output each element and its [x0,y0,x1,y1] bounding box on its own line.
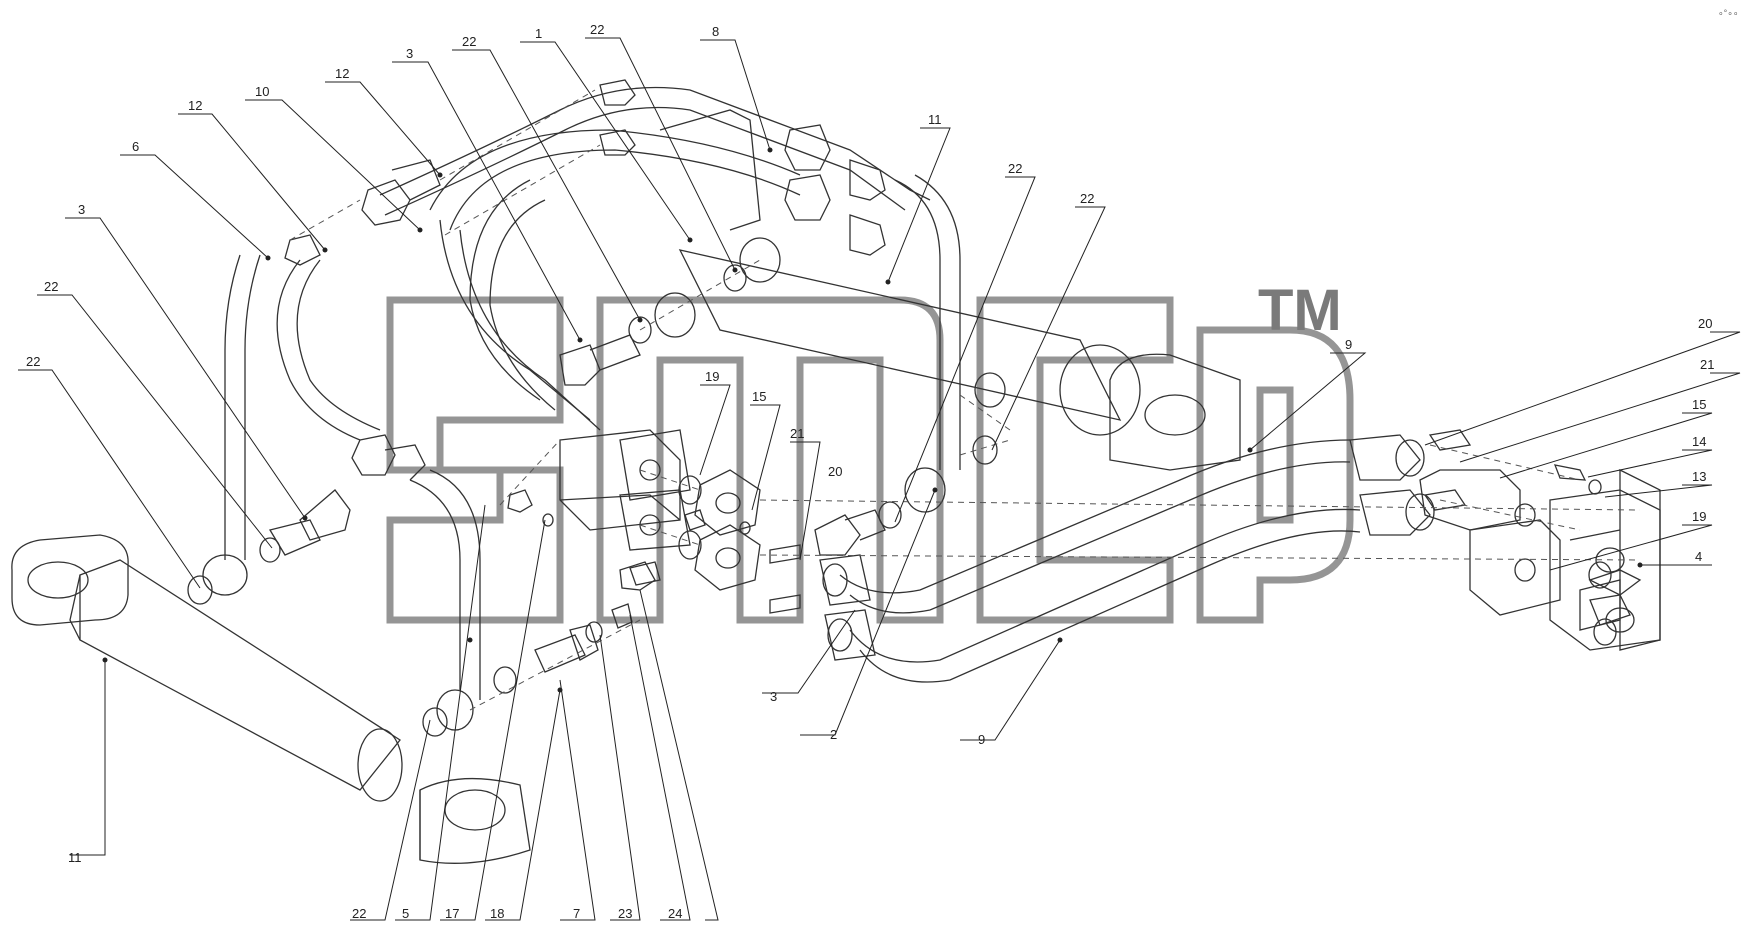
callout-22f: 22 [1080,191,1094,206]
callout-12a: 12 [188,98,202,113]
watermark-tm: TM [1258,278,1342,343]
callout-9a: 9 [1345,337,1352,352]
callout-22e: 22 [1008,161,1022,176]
leader-dots [102,147,1643,693]
callout-9b: 9 [978,732,985,747]
cylinder-right [678,249,1241,471]
callout-15a: 15 [1692,397,1706,412]
corner-mark: ∘°∘∘ [1718,8,1739,18]
callout-22a: 22 [462,34,476,49]
callout-20b: 20 [828,464,842,479]
cylinder-left [11,534,531,864]
manifold-block-center [559,429,801,614]
callout-3a: 3 [406,46,413,61]
callout-23: 23 [618,906,632,921]
callout-11a: 11 [928,112,942,127]
watermark-logo [386,296,1354,624]
callout-22d: 22 [26,354,40,369]
manifold-block-right [1419,429,1661,651]
callout-11b: 11 [68,850,82,865]
callout-21b: 21 [790,426,804,441]
callout-6: 6 [132,139,139,154]
callout-19b: 19 [705,369,719,384]
callout-4: 4 [1695,549,1702,564]
callout-3b: 3 [78,202,85,217]
callout-18: 18 [490,906,504,921]
callout-2: 2 [830,727,837,742]
small-parts-bottom [507,489,751,591]
callout-22c: 22 [44,279,58,294]
callout-21a: 21 [1700,357,1714,372]
callout-12b: 12 [335,66,349,81]
callout-1: 1 [535,26,542,41]
parts-line-art [11,79,1661,864]
callout-5: 5 [402,906,409,921]
callout-13: 13 [1692,469,1706,484]
callout-3c: 3 [770,689,777,704]
dashed-assembly-lines [289,89,1641,711]
tube-loops-top [224,86,961,700]
callout-14: 14 [1692,434,1706,449]
callout-7: 7 [573,906,580,921]
callout-22b: 22 [590,22,604,37]
callout-22g: 22 [352,906,366,921]
callout-10: 10 [255,84,269,99]
leader-lines [18,37,1741,921]
tubes-9 [819,434,1435,683]
callout-labels: 12 10 12 3 22 1 22 8 6 3 22 22 11 22 22 … [26,22,1714,921]
banjo-bolts [187,237,1006,737]
callout-17: 17 [445,906,459,921]
callout-20a: 20 [1698,316,1712,331]
callout-8: 8 [712,24,719,39]
fittings [284,79,886,481]
callout-19a: 19 [1692,509,1706,524]
callout-24: 24 [668,906,682,921]
callout-15b: 15 [752,389,766,404]
